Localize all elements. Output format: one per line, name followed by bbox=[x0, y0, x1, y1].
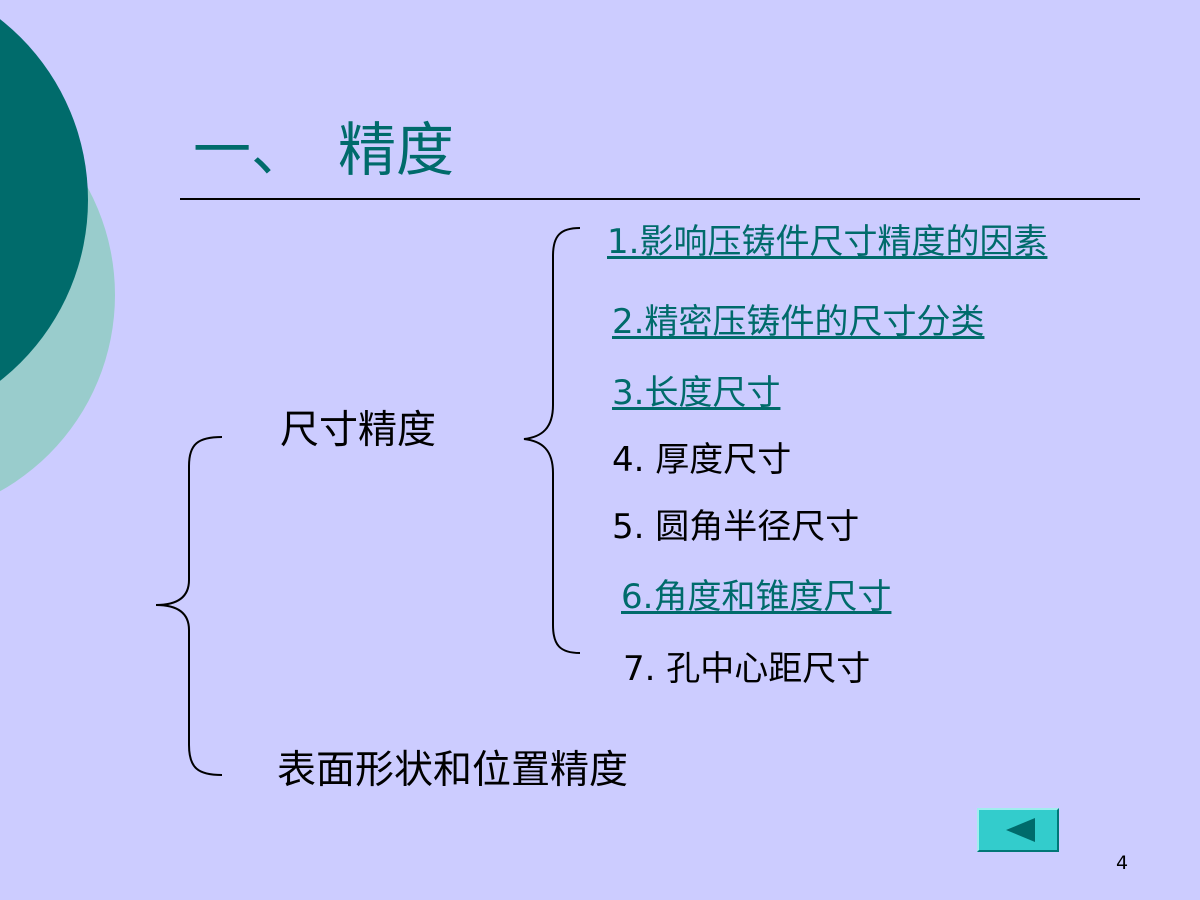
text-item-7: 7. 孔中心距尺寸 bbox=[623, 649, 871, 689]
back-button[interactable] bbox=[977, 808, 1059, 852]
inner-curly-brace bbox=[523, 227, 581, 654]
page-number: 4 bbox=[1115, 852, 1129, 874]
slide-title: 一、 精度 bbox=[193, 116, 455, 184]
outer-curly-brace bbox=[155, 436, 223, 776]
decorative-circle-dark bbox=[0, 19, 88, 381]
link-item-6[interactable]: 6.角度和锥度尺寸 bbox=[621, 577, 892, 617]
text-item-5: 5. 圆角半径尺寸 bbox=[612, 507, 860, 547]
dimension-precision-label: 尺寸精度 bbox=[280, 408, 437, 453]
title-divider bbox=[180, 198, 1140, 200]
link-item-1[interactable]: 1.影响压铸件尺寸精度的因素 bbox=[607, 222, 1048, 262]
text-item-4: 4. 厚度尺寸 bbox=[612, 440, 792, 480]
shape-position-precision-label: 表面形状和位置精度 bbox=[277, 748, 629, 793]
link-item-3[interactable]: 3.长度尺寸 bbox=[612, 373, 781, 413]
link-item-2[interactable]: 2.精密压铸件的尺寸分类 bbox=[612, 302, 985, 342]
triangle-left-icon bbox=[1006, 818, 1035, 842]
